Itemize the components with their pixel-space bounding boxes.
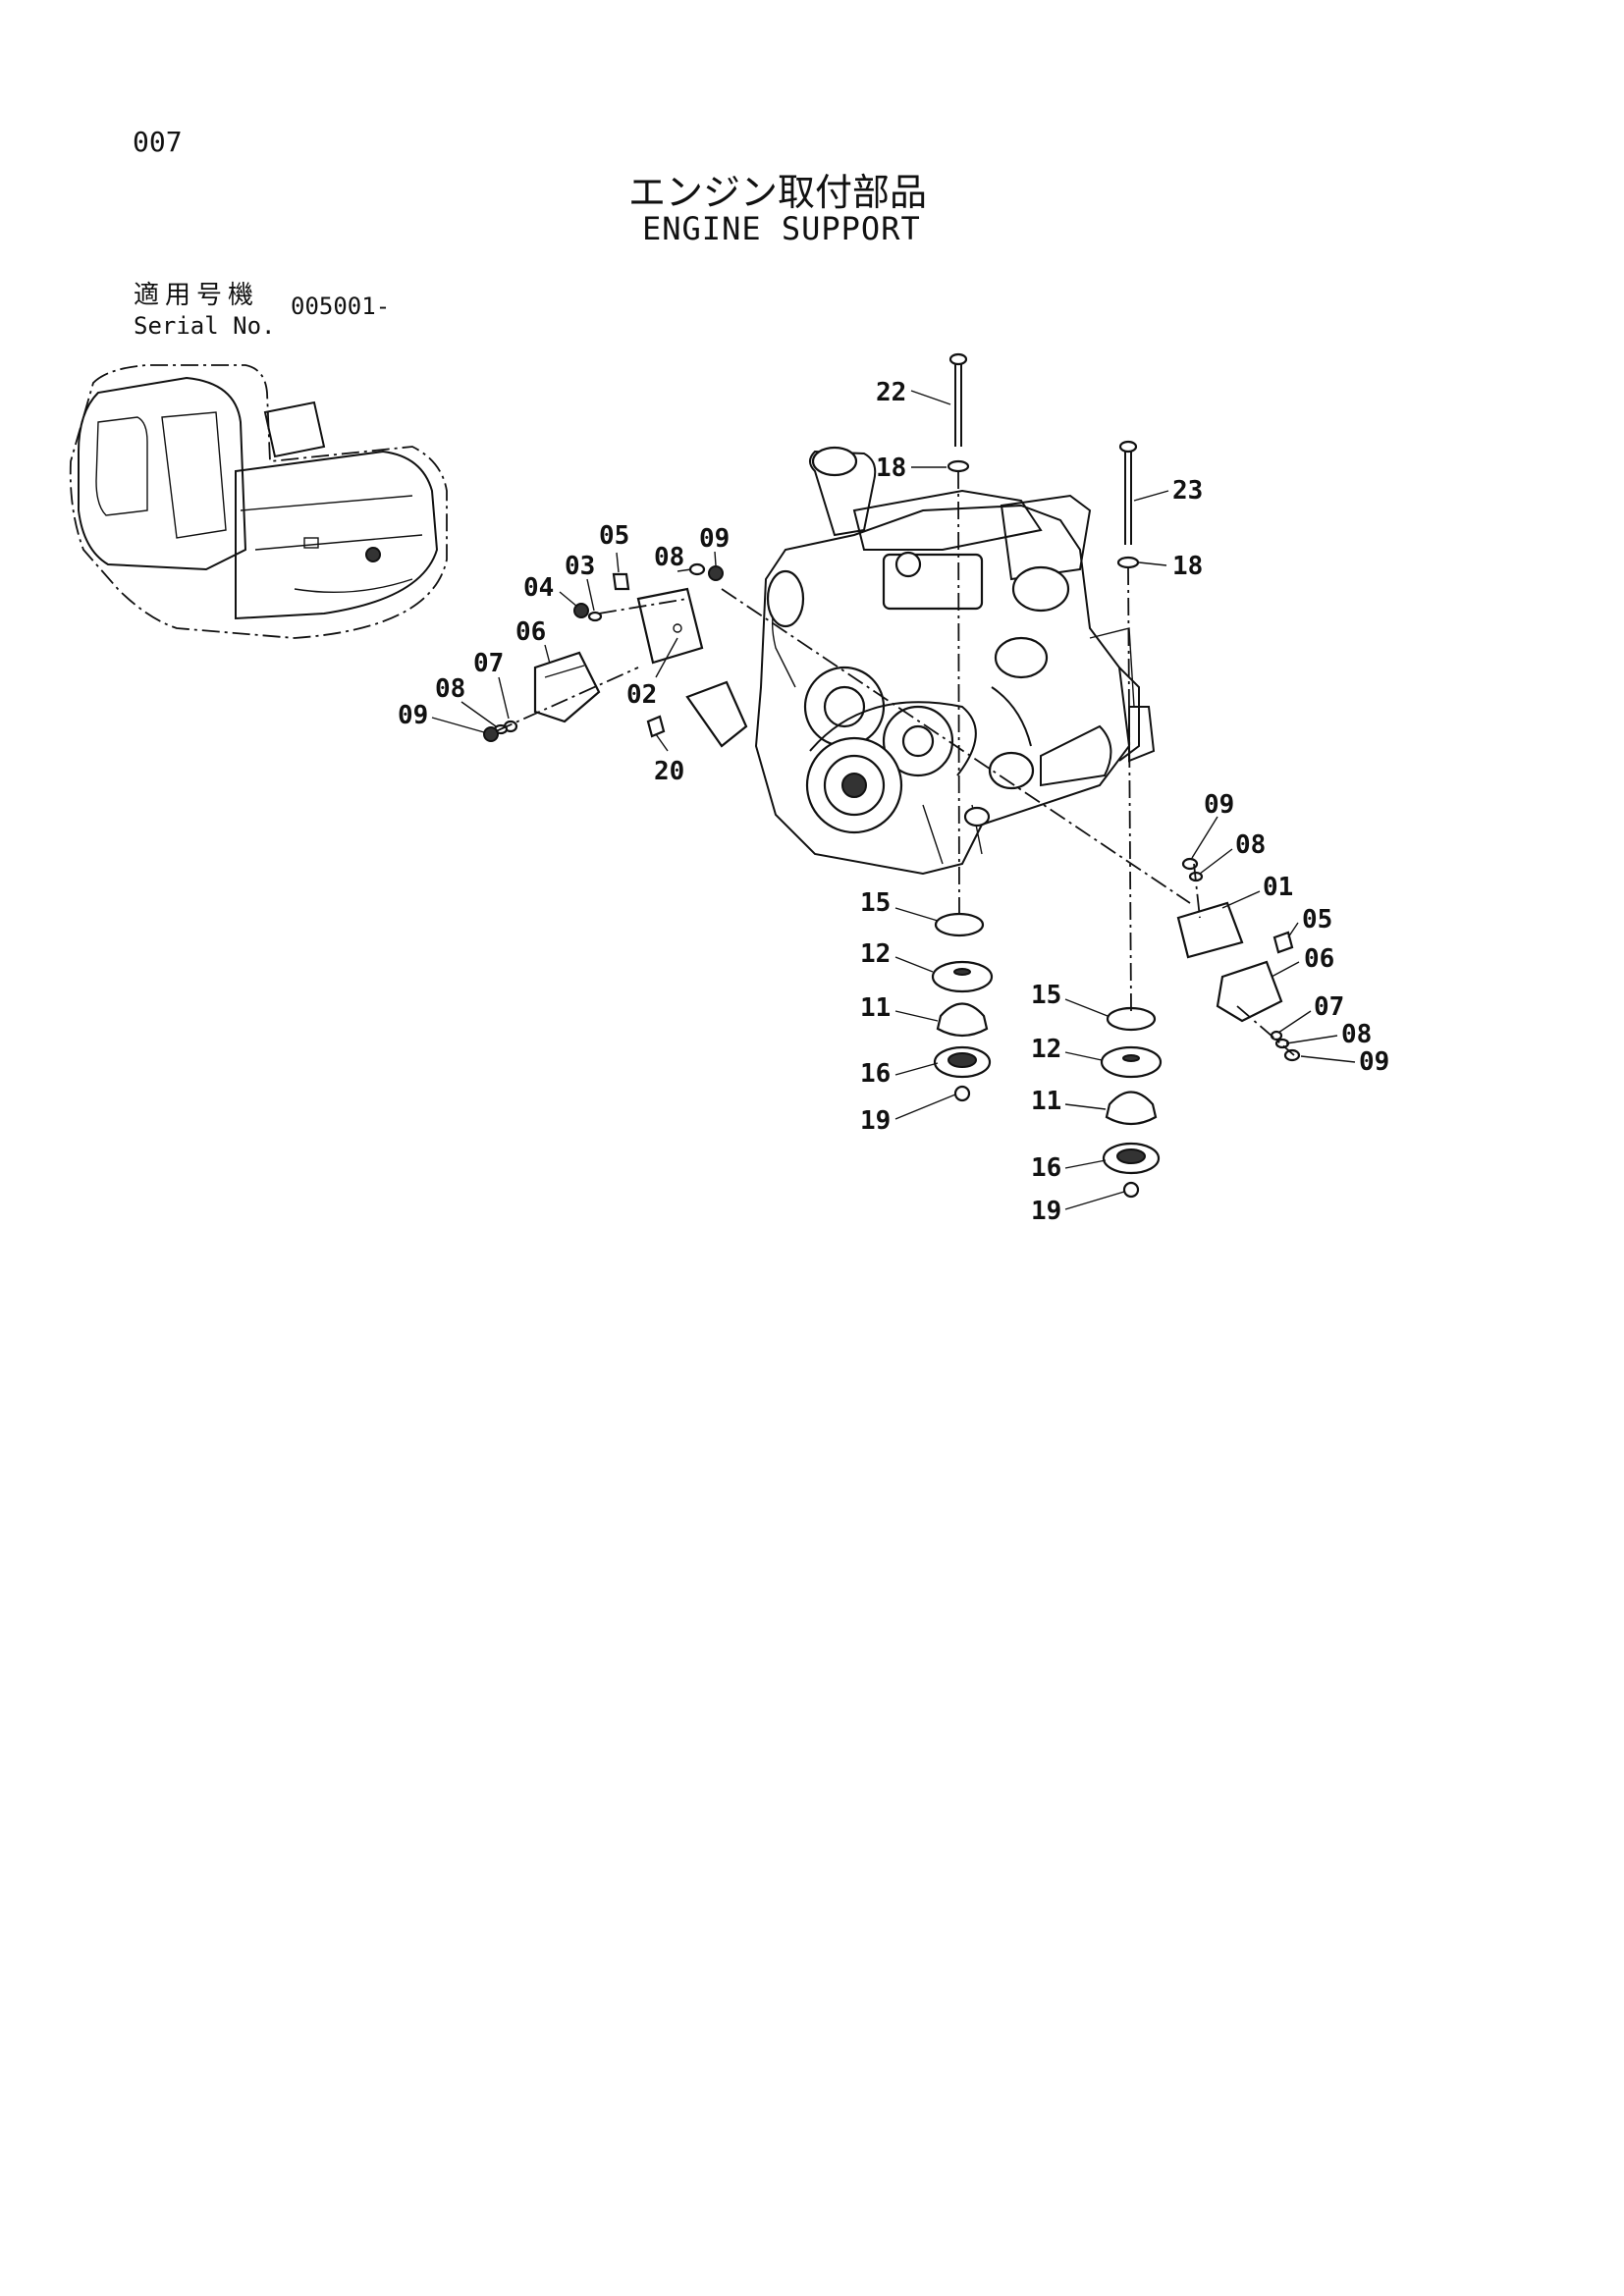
rubber-mount-11-left	[936, 1002, 989, 1038]
callout-labels: 22 18 23 18 05 08 09 03 04 06 07 08 09 0…	[398, 378, 1389, 1226]
plate-15-left	[934, 912, 985, 937]
callout-16: 16	[1031, 1153, 1061, 1183]
callout-22: 22	[876, 378, 906, 407]
nut-09-left	[483, 726, 499, 742]
bolt-05-left	[612, 572, 630, 591]
page-number: 007	[133, 126, 183, 158]
nut-09-upper	[708, 565, 724, 581]
callout-15: 15	[860, 888, 891, 918]
callout-05: 05	[1302, 905, 1332, 934]
washer-03	[587, 611, 603, 622]
right-mount-stack	[1100, 1006, 1163, 1199]
stopper-12-left	[931, 960, 994, 993]
plate-15-right	[1106, 1006, 1157, 1032]
callout-07: 07	[1314, 992, 1344, 1022]
callout-19: 19	[1031, 1197, 1061, 1226]
callout-09: 09	[1204, 790, 1234, 820]
left-front-bracket-02	[636, 587, 748, 748]
page-title-japanese: エンジン取付部品	[628, 171, 928, 214]
callout-leader-lines	[431, 390, 1356, 1210]
callout-06: 06	[515, 617, 546, 647]
left-mount-stack	[931, 912, 994, 1102]
washer-08-upper	[688, 562, 706, 576]
bolt-23	[1118, 440, 1138, 545]
callout-15: 15	[1031, 981, 1061, 1010]
bolt-22	[948, 352, 968, 447]
right-bracket-01	[1176, 901, 1244, 959]
serial-label-english: Serial No.	[134, 312, 276, 340]
callout-04: 04	[523, 573, 554, 603]
bolt-05-right	[1272, 931, 1294, 954]
callout-08: 08	[435, 674, 465, 704]
callout-18: 18	[1172, 552, 1203, 581]
nut-09-right	[1283, 1048, 1301, 1062]
callout-01: 01	[1263, 873, 1293, 902]
callout-02: 02	[626, 680, 657, 710]
engine-assembly-image	[754, 446, 1156, 876]
callout-09: 09	[699, 524, 730, 554]
rubber-mount-11-right	[1105, 1091, 1158, 1126]
washer-18-left	[947, 459, 970, 473]
excavator-locator-image	[69, 364, 448, 639]
callout-08: 08	[1341, 1020, 1372, 1049]
callout-16: 16	[860, 1059, 891, 1089]
nut-19-right	[1122, 1181, 1140, 1199]
callout-11: 11	[860, 993, 891, 1023]
callout-11: 11	[1031, 1087, 1061, 1116]
callout-08: 08	[1235, 830, 1266, 860]
callout-07: 07	[473, 649, 504, 678]
callout-06: 06	[1304, 944, 1334, 974]
nut-04	[573, 603, 589, 618]
serial-number-value: 005001-	[291, 293, 391, 320]
callout-20: 20	[654, 757, 684, 786]
nut-19-left	[953, 1085, 971, 1102]
washer-07-right	[1270, 1030, 1283, 1041]
callout-23: 23	[1172, 476, 1203, 506]
part-20	[646, 715, 666, 738]
callout-12: 12	[860, 939, 891, 969]
callout-05: 05	[599, 521, 629, 551]
left-rubber-cushion-06	[533, 651, 601, 723]
callout-19: 19	[860, 1106, 891, 1136]
assembly-center-lines	[495, 470, 1295, 1056]
callout-09: 09	[398, 701, 428, 730]
callout-12: 12	[1031, 1035, 1061, 1064]
page-title-english: ENGINE SUPPORT	[642, 210, 921, 247]
serial-label-japanese: 適用号機	[134, 281, 260, 310]
right-rubber-cushion-06	[1216, 960, 1283, 1023]
callout-08: 08	[654, 543, 684, 572]
washer-18-right	[1116, 556, 1140, 569]
callout-03: 03	[565, 552, 595, 581]
callout-18: 18	[876, 454, 906, 483]
callout-09: 09	[1359, 1047, 1389, 1077]
